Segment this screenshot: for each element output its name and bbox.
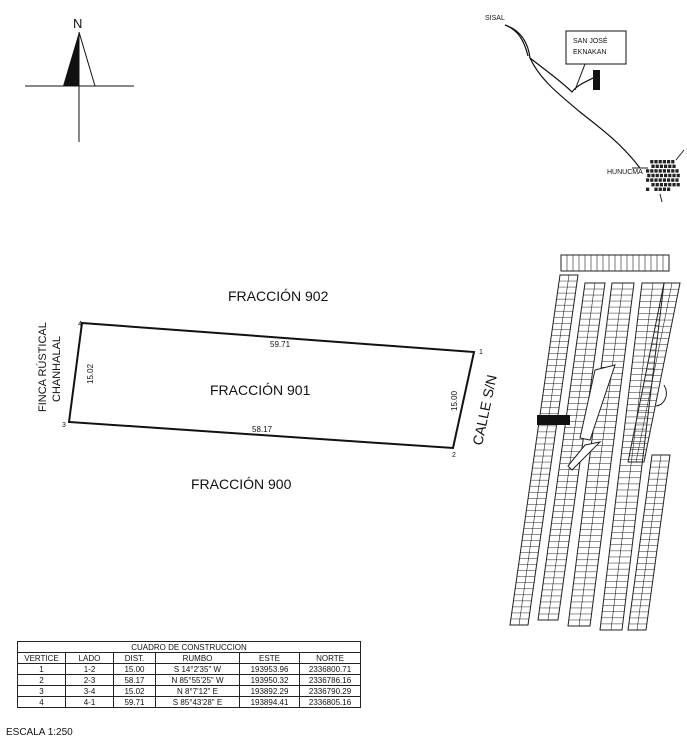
lot-strip [509, 274, 579, 626]
west-neighbor-line1: FINCA RÚSTICAL [36, 322, 49, 412]
lot-strip [567, 282, 635, 627]
table-cell: 1 [17, 663, 66, 675]
table-cell: 193892.29 [239, 685, 300, 697]
san-jose-box [565, 30, 627, 65]
side-west-length: 15.02 [86, 363, 95, 384]
subdivision-map [509, 254, 681, 631]
table-cell: 1-2 [65, 663, 114, 675]
table-cell: 4 [17, 696, 66, 708]
location-map [504, 24, 641, 169]
highlighted-lot [537, 415, 570, 425]
san-jose-leader [574, 63, 586, 91]
hunucma-town-grid [632, 149, 685, 203]
table-cell: N 85°55'25" W [155, 674, 240, 686]
table-header: LADO [65, 652, 114, 664]
open-area [579, 364, 616, 441]
table-header: VERTICE [17, 652, 66, 664]
north-label: N [73, 16, 82, 31]
table-row: 4 4-1 59.71 S 85°43'28" E 193894.41 2336… [17, 696, 362, 708]
table-cell: 58.17 [113, 674, 156, 686]
table-cell: 193950.32 [239, 674, 300, 686]
table-header: NORTE [298, 652, 362, 664]
scale-label: ESCALA 1:250 [6, 727, 73, 738]
lot-strip [537, 282, 606, 621]
east-neighbor: CALLE S/N [469, 373, 500, 446]
open-area [567, 441, 602, 471]
lot-name: FRACCIÓN 901 [210, 382, 311, 398]
table-cell: 2 [17, 674, 66, 686]
table-cell: 2-3 [65, 674, 114, 686]
side-north-length: 59.71 [270, 340, 291, 349]
table-cell: 15.00 [113, 663, 156, 675]
table-cell: 2336805.16 [298, 696, 362, 708]
lot-polygon [67, 321, 476, 450]
table-cell: 3 [17, 685, 66, 697]
table-header: DIST. [113, 652, 156, 664]
lot-strip [627, 454, 671, 631]
table-cell: 193894.41 [239, 696, 300, 708]
vertex-label: 2 [452, 452, 456, 459]
table-cell: S 85°43'28" E [155, 696, 240, 708]
road-branch [529, 57, 598, 93]
town-hunucma: HUNUCMA [607, 169, 643, 176]
town-san-jose-line2: EKNAKAN [573, 49, 606, 56]
town-san-jose-line1: SAN JOSÉ [573, 36, 608, 45]
vertex-label: 3 [62, 422, 66, 429]
table-cell: 3-4 [65, 685, 114, 697]
south-neighbor: FRACCIÓN 900 [191, 476, 292, 492]
lot-strip [599, 282, 665, 631]
san-jose-marker [593, 70, 600, 90]
vertex-label: 1 [479, 349, 483, 356]
table-cell: 2336800.71 [298, 663, 362, 675]
table-row: 1 1-2 15.00 S 14°2'35" W 193953.96 23368… [17, 663, 362, 675]
side-south-length: 58.17 [252, 425, 273, 434]
north-arrow-icon [25, 31, 134, 142]
road-branch-2 [504, 24, 529, 57]
table-cell: 193953.96 [239, 663, 300, 675]
table-title: CUADRO DE CONSTRUCCION [16, 641, 362, 653]
lot-row-top [560, 254, 670, 272]
north-neighbor: FRACCIÓN 902 [228, 288, 329, 304]
table-header: RUMBO [155, 652, 240, 664]
table-cell: 15.02 [113, 685, 156, 697]
lot-strip [627, 282, 681, 463]
west-neighbor-line2: CHANHALAL [51, 336, 63, 402]
town-sisal: SISAL [485, 15, 505, 22]
table-cell: 2336786.16 [298, 674, 362, 686]
table-cell: 4-1 [65, 696, 114, 708]
table-cell: 59.71 [113, 696, 156, 708]
boundary-curve [655, 384, 667, 407]
table-header: ESTE [239, 652, 300, 664]
table-cell: S 14°2'35" W [155, 663, 240, 675]
road-sisal-hunucma [504, 24, 641, 169]
table-cell: N 8°7'12" E [155, 685, 240, 697]
table-row: 3 3-4 15.02 N 8°7'12" E 193892.29 233679… [17, 685, 362, 697]
construction-table: CUADRO DE CONSTRUCCION VERTICE LADO DIST… [16, 641, 362, 708]
side-east-length: 15.00 [450, 390, 459, 411]
table-row: 2 2-3 58.17 N 85°55'25" W 193950.32 2336… [17, 674, 362, 686]
vertex-label: 4 [78, 321, 82, 328]
table-cell: 2336790.29 [298, 685, 362, 697]
